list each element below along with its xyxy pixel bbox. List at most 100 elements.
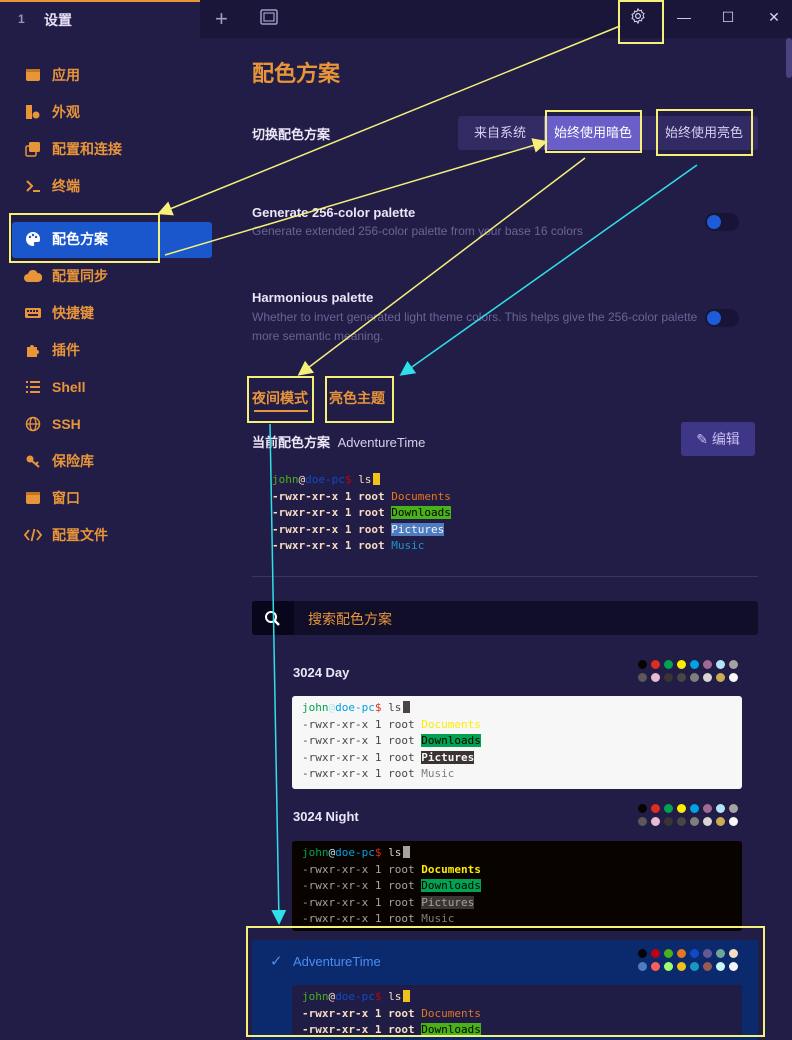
palette-dot bbox=[638, 949, 647, 958]
palette-dot bbox=[638, 673, 647, 682]
check-icon: ✓ bbox=[270, 953, 283, 970]
palette256-toggle[interactable] bbox=[705, 213, 739, 231]
current-terminal-preview: john@doe-pc$ ls -rwxr-xr-x 1 root Docume… bbox=[272, 473, 451, 552]
sidebar-item-label: 配置文件 bbox=[52, 527, 108, 543]
palette-dot bbox=[638, 817, 647, 826]
scheme-name-3024-day[interactable]: 3024 Day bbox=[293, 665, 350, 680]
palette-dot bbox=[664, 660, 673, 669]
sidebar-item-label: Shell bbox=[52, 379, 86, 395]
palette-dot bbox=[677, 804, 686, 813]
sidebar-item-label: 插件 bbox=[52, 342, 80, 358]
palette-dot bbox=[716, 660, 725, 669]
tab-settings[interactable]: 1 设置 bbox=[0, 0, 200, 38]
scheme-preview-adventuretime[interactable]: john@doe-pc$ ls -rwxr-xr-x 1 root Docume… bbox=[292, 985, 742, 1037]
sidebar-item-label: 配色方案 bbox=[52, 231, 108, 247]
annotation-box-selected-scheme bbox=[246, 926, 765, 1037]
palette-dot bbox=[677, 962, 686, 971]
palette-dot bbox=[729, 949, 738, 958]
palette-icon bbox=[24, 230, 42, 248]
harmonious-toggle[interactable] bbox=[705, 309, 739, 327]
edit-label: 编辑 bbox=[711, 431, 740, 447]
palette-dot bbox=[716, 673, 725, 682]
gear-icon[interactable] bbox=[626, 7, 650, 29]
sidebar-item-1[interactable]: 外观 bbox=[24, 97, 210, 127]
edit-button[interactable]: ✎ 编辑 bbox=[681, 422, 755, 456]
palette-dot bbox=[664, 804, 673, 813]
palette-dot bbox=[729, 962, 738, 971]
window-icon[interactable] bbox=[260, 9, 278, 30]
minimize-button[interactable]: — bbox=[677, 9, 691, 25]
sidebar-item-6[interactable]: 快捷键 bbox=[24, 298, 210, 328]
sidebar-item-3[interactable]: 终端 bbox=[24, 171, 210, 201]
palette-dot bbox=[703, 817, 712, 826]
sidebar-item-9[interactable]: SSH bbox=[24, 409, 210, 439]
palette-dot bbox=[638, 660, 647, 669]
sidebar-item-label: 窗口 bbox=[52, 490, 80, 506]
palette-dot bbox=[716, 817, 725, 826]
puzzle-icon bbox=[24, 341, 42, 359]
palette-dot bbox=[664, 817, 673, 826]
scheme-name-3024-night[interactable]: 3024 Night bbox=[293, 809, 359, 824]
sidebar-item-2[interactable]: 配置和连接 bbox=[24, 134, 210, 164]
palette-dot bbox=[677, 949, 686, 958]
palette-dot bbox=[651, 949, 660, 958]
tab-number: 1 bbox=[18, 12, 25, 26]
option-always-light[interactable]: 始终使用亮色 bbox=[664, 125, 743, 140]
close-button[interactable]: ✕ bbox=[768, 9, 780, 25]
palette-dot bbox=[651, 962, 660, 971]
sidebar-item-7[interactable]: 插件 bbox=[24, 335, 210, 365]
palette-dot bbox=[690, 949, 699, 958]
annotation-box-sidebar-scheme bbox=[9, 213, 160, 263]
sidebar-item-label: 配置和连接 bbox=[52, 141, 122, 157]
scheme-preview-3024-day[interactable]: john@doe-pc$ ls -rwxr-xr-x 1 root Docume… bbox=[292, 696, 742, 789]
sidebar-item-12[interactable]: 配置文件 bbox=[24, 520, 210, 550]
palette-dot bbox=[664, 949, 673, 958]
palette-dot bbox=[664, 962, 673, 971]
sidebar-item-10[interactable]: 保险库 bbox=[24, 446, 210, 476]
palette-dot bbox=[716, 804, 725, 813]
scheme-name-adventuretime[interactable]: AdventureTime bbox=[293, 954, 381, 969]
palette-dot bbox=[716, 962, 725, 971]
new-tab-icon[interactable]: + bbox=[215, 6, 228, 31]
appearance-icon bbox=[24, 103, 42, 121]
scheme-palette-3024-night bbox=[638, 804, 738, 826]
palette-dot bbox=[690, 660, 699, 669]
scrollbar[interactable] bbox=[786, 38, 792, 78]
palette-dot bbox=[664, 673, 673, 682]
search-placeholder: 搜索配色方案 bbox=[308, 611, 392, 627]
switch-scheme-label: 切换配色方案 bbox=[252, 127, 331, 142]
tab-light-theme[interactable]: 亮色主题 bbox=[329, 390, 385, 406]
option-from-system[interactable]: 来自系统 bbox=[473, 125, 526, 140]
tab-dark-mode[interactable]: 夜间模式 bbox=[252, 390, 308, 406]
harmonious-desc: Whether to invert generated light theme … bbox=[252, 310, 698, 343]
palette-dot bbox=[638, 804, 647, 813]
pencil-icon: ✎ bbox=[696, 431, 708, 447]
page-title: 配色方案 bbox=[252, 61, 341, 86]
sidebar-item-8[interactable]: Shell bbox=[24, 372, 210, 402]
sidebar-item-label: 外观 bbox=[52, 104, 80, 120]
search-box[interactable]: 搜索配色方案 bbox=[252, 601, 758, 635]
current-scheme-name: AdventureTime bbox=[337, 435, 426, 450]
title-bar: 1 设置 + — ☐ ✕ bbox=[0, 0, 792, 38]
palette-dot bbox=[729, 817, 738, 826]
sidebar-item-0[interactable]: 应用 bbox=[24, 60, 210, 90]
palette-dot bbox=[651, 673, 660, 682]
annotation-box-always-light bbox=[656, 109, 753, 156]
annotation-box-always-dark bbox=[545, 110, 642, 153]
sidebar-item-11[interactable]: 窗口 bbox=[24, 483, 210, 513]
palette-dot bbox=[690, 673, 699, 682]
palette-dot bbox=[729, 673, 738, 682]
sidebar-item-label: 应用 bbox=[52, 67, 80, 83]
scheme-preview-3024-night[interactable]: john@doe-pc$ ls -rwxr-xr-x 1 root Docume… bbox=[292, 841, 742, 931]
palette-dot bbox=[703, 660, 712, 669]
sidebar-item-5[interactable]: 配置同步 bbox=[24, 261, 210, 291]
sidebar-item-4[interactable]: 配色方案 bbox=[24, 224, 108, 254]
maximize-button[interactable]: ☐ bbox=[721, 9, 735, 25]
list-icon bbox=[24, 378, 42, 396]
palette-dot bbox=[703, 962, 712, 971]
sidebar-item-label: 终端 bbox=[52, 178, 80, 194]
sidebar-item-label: SSH bbox=[52, 416, 81, 432]
harmonious-label: Harmonious palette bbox=[252, 290, 374, 305]
tab-dark-mode-underline bbox=[254, 410, 308, 412]
scheme-palette-adventuretime bbox=[638, 949, 738, 971]
